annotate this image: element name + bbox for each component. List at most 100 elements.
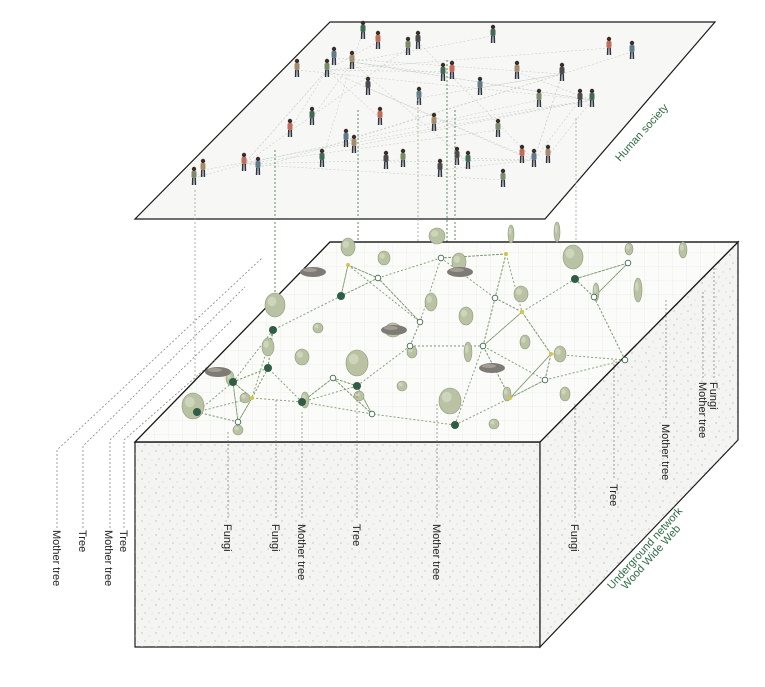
callout-label: Mother tree (430, 524, 442, 580)
person-figure (405, 36, 411, 56)
person-figure (200, 158, 206, 178)
person-figure (454, 146, 460, 166)
social-network-lines (193, 31, 633, 181)
tree-icon (353, 390, 365, 402)
person-figure (309, 106, 315, 126)
tree-node (406, 342, 414, 350)
tree-icon (264, 292, 286, 318)
mother-tree-node (571, 275, 579, 283)
tree-icon (396, 380, 408, 392)
tree-icon (507, 224, 515, 244)
person-figure (375, 30, 381, 50)
person-figure (437, 158, 443, 178)
mother-tree-node (451, 421, 459, 429)
tree-node (541, 376, 549, 384)
tree-icon (553, 345, 567, 363)
tree-icon (340, 237, 356, 257)
person-figure (490, 24, 496, 44)
tree-node (491, 294, 499, 302)
person-figure (287, 118, 293, 138)
tree-icon (488, 418, 500, 430)
person-figure (351, 134, 357, 154)
tree-icon (458, 306, 474, 326)
person-figure (519, 144, 525, 164)
tree-node (590, 293, 598, 301)
mother-tree-node (264, 364, 272, 372)
person-figure (577, 88, 583, 108)
tree-node (624, 259, 632, 267)
person-figure (331, 46, 337, 66)
person-figure (191, 166, 197, 186)
callout-leaders (56, 257, 715, 528)
callout-label: Mother tree (659, 424, 671, 480)
mother-tree-node (337, 292, 345, 300)
callout-label: Tree (350, 524, 362, 546)
tree-icon (232, 424, 244, 436)
tree-icon (239, 392, 251, 404)
tree-icon (513, 285, 529, 303)
stone-icon (447, 267, 473, 277)
tree-icon (424, 292, 438, 312)
people-figures (191, 20, 635, 188)
tree-icon (553, 221, 561, 243)
network-nodes (193, 252, 632, 429)
person-figure (255, 156, 261, 176)
person-figure (431, 112, 437, 132)
tree-icon (345, 349, 369, 377)
tree-icon (463, 341, 473, 363)
person-figure (606, 36, 612, 56)
fungi-node (250, 396, 254, 400)
tree-icon (678, 241, 688, 259)
callout-label: Fungi (269, 524, 281, 552)
person-figure (514, 60, 520, 80)
tree-icon (377, 250, 391, 266)
tree-node (437, 254, 445, 262)
fungi-node (346, 263, 350, 267)
person-figure (465, 150, 471, 170)
mother-tree-node (353, 382, 361, 390)
person-figure (589, 88, 595, 108)
tree-icon (438, 387, 462, 415)
callout-label: Tree (76, 530, 88, 552)
person-figure (629, 40, 635, 60)
root-network-lines (196, 253, 629, 426)
mother-tree-node (298, 398, 306, 406)
person-figure (365, 76, 371, 96)
person-figure (294, 58, 300, 78)
tree-icon (624, 242, 634, 256)
tree-node (374, 274, 382, 282)
callout-label: Tree (117, 530, 129, 552)
person-figure (349, 50, 355, 70)
fungi-node (504, 252, 508, 256)
person-figure (536, 88, 542, 108)
mother-tree-node (229, 378, 237, 386)
person-figure (415, 30, 421, 50)
human-plane-surface (133, 21, 717, 220)
callout-label: Mother tree (102, 530, 114, 586)
tree-icon (294, 348, 310, 366)
fungi-node (520, 310, 524, 314)
callout-label: Mother tree (696, 382, 708, 438)
person-figure (500, 168, 506, 188)
person-figure (241, 152, 247, 172)
tree-node (234, 418, 242, 426)
mother-tree-node (269, 326, 277, 334)
stone-icon (205, 367, 231, 377)
person-figure (343, 128, 349, 148)
person-figure (531, 148, 537, 168)
human-society-plane: Human society (133, 20, 717, 220)
tree-icon (312, 322, 324, 334)
person-figure (495, 118, 501, 138)
callout-label: Fungi (568, 524, 580, 552)
fungi-node (508, 396, 512, 400)
tree-icon (181, 392, 205, 420)
callout-label: Tree (607, 484, 619, 506)
tree-icon (559, 386, 571, 402)
person-figure (383, 150, 389, 170)
mother-tree-node (193, 408, 201, 416)
tree-node (368, 410, 376, 418)
callout-label: Fungi (707, 382, 719, 410)
tree-node (329, 374, 337, 382)
person-figure (400, 148, 406, 168)
